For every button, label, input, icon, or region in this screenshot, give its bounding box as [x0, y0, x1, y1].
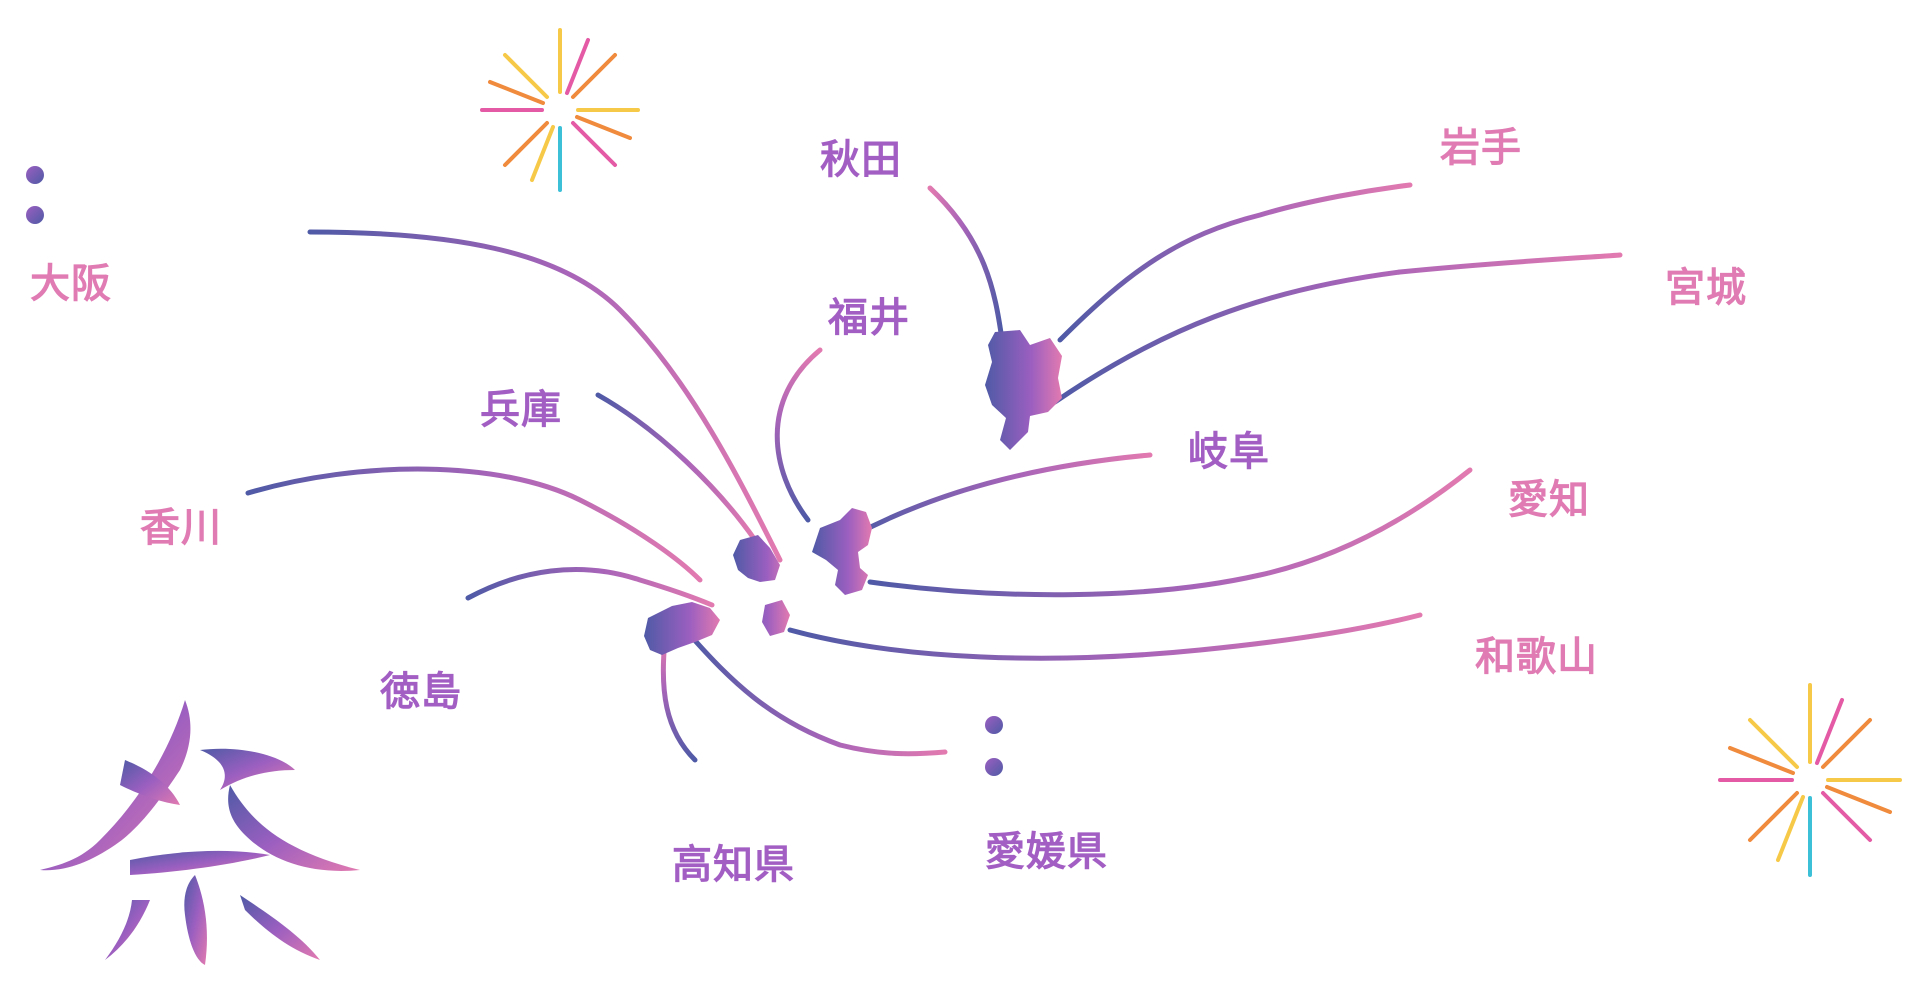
connector-ehime	[687, 632, 948, 757]
label-miyagi[interactable]: 宮城	[1665, 265, 1747, 311]
label-kagawa[interactable]: 香川	[140, 505, 222, 551]
label-tokushima[interactable]: 徳島	[380, 669, 462, 715]
matsuri-calligraphy-icon	[40, 700, 360, 965]
connector-hyogo	[595, 392, 758, 543]
connector-tokushima	[465, 567, 715, 608]
connector-kagawa	[245, 466, 703, 583]
label-wakayama[interactable]: 和歌山	[1475, 634, 1598, 680]
dot-button-4[interactable]	[985, 758, 1003, 776]
label-iwate[interactable]: 岩手	[1440, 125, 1522, 171]
connector-iwate	[1057, 182, 1413, 343]
region-tohoku[interactable]	[985, 330, 1062, 450]
connector-gifu	[852, 452, 1153, 538]
firework-icon	[1718, 683, 1902, 877]
dot-button-2[interactable]	[26, 206, 44, 224]
connector-fukui	[774, 347, 823, 523]
label-kochi[interactable]: 高知県	[672, 842, 795, 888]
label-hyogo[interactable]: 兵庫	[480, 387, 562, 433]
label-ehime[interactable]: 愛媛県	[985, 829, 1108, 875]
region-kinki[interactable]	[733, 535, 790, 636]
region-chubu[interactable]	[812, 508, 872, 595]
label-aichi[interactable]: 愛知	[1508, 477, 1590, 523]
connector-lines	[245, 182, 1623, 763]
label-osaka[interactable]: 大阪	[30, 261, 112, 307]
connector-wakayama	[787, 612, 1423, 661]
label-akita[interactable]: 秋田	[820, 137, 902, 183]
connector-aichi	[867, 467, 1473, 598]
connector-miyagi	[1052, 252, 1623, 405]
connector-osaka	[307, 229, 783, 563]
dot-button-3[interactable]	[985, 716, 1003, 734]
connector-kochi	[660, 637, 698, 763]
connector-akita	[927, 185, 1005, 343]
dot-button-1[interactable]	[26, 166, 44, 184]
region-shikoku[interactable]	[644, 602, 720, 655]
label-gifu[interactable]: 岐阜	[1188, 429, 1270, 475]
label-fukui[interactable]: 福井	[828, 295, 910, 341]
prefecture-shapes	[644, 330, 1062, 655]
firework-icon	[480, 28, 640, 192]
